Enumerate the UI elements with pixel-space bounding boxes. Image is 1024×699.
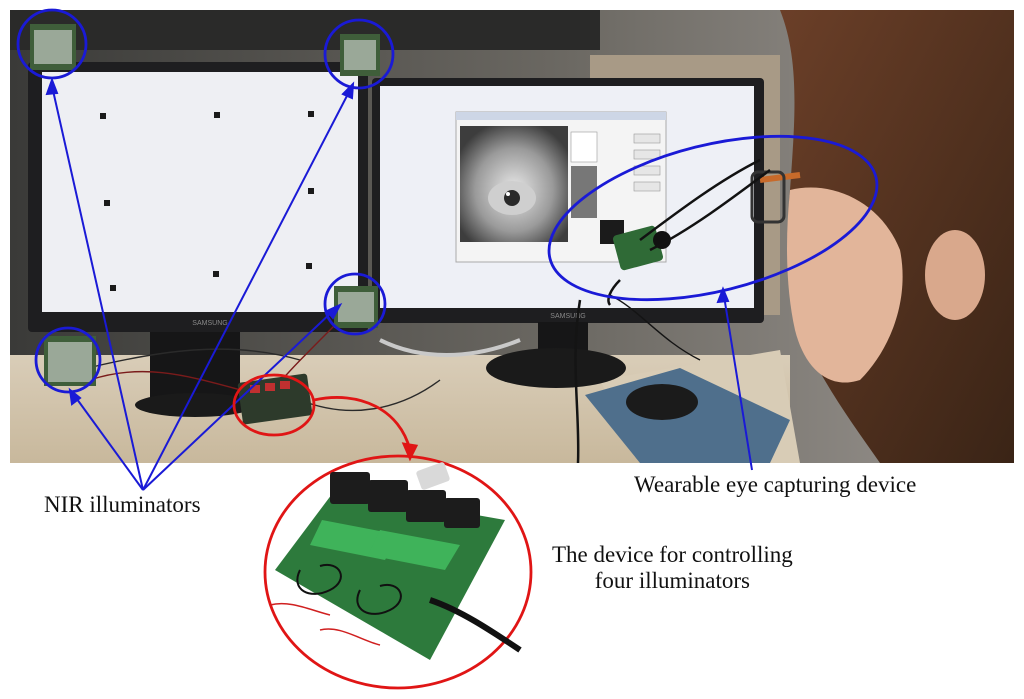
nir-illuminator-bottom-left [44, 336, 96, 386]
mousepad-and-mouse [585, 368, 790, 463]
left-monitor-brand: SAMSUNG [192, 320, 227, 327]
annotation-circles-blue [16, 8, 879, 394]
controller-board-photo [237, 373, 313, 425]
controller-label-line1: The device for controlling [552, 542, 793, 567]
nir-illuminator-top-right [340, 34, 380, 76]
person [750, 10, 1014, 463]
wearable-device-label: Wearable eye capturing device [634, 472, 917, 497]
controller-label-line2: four illuminators [594, 568, 750, 594]
annotation-red [232, 373, 533, 690]
nir-illuminator-bottom-right [334, 286, 378, 328]
calibration-points [100, 111, 314, 291]
right-monitor: SAMSUNG [372, 78, 764, 388]
controller-label: The device for controlling four illumina… [552, 542, 793, 595]
nir-illuminators-label: NIR illuminators [44, 492, 201, 517]
wearable-camera [607, 158, 771, 306]
annotation-arrows-blue [45, 77, 753, 491]
controller-board-zoomed [269, 462, 522, 660]
nir-illuminator-top-left [30, 24, 76, 70]
right-monitor-brand: SAMSUNG [550, 313, 585, 320]
